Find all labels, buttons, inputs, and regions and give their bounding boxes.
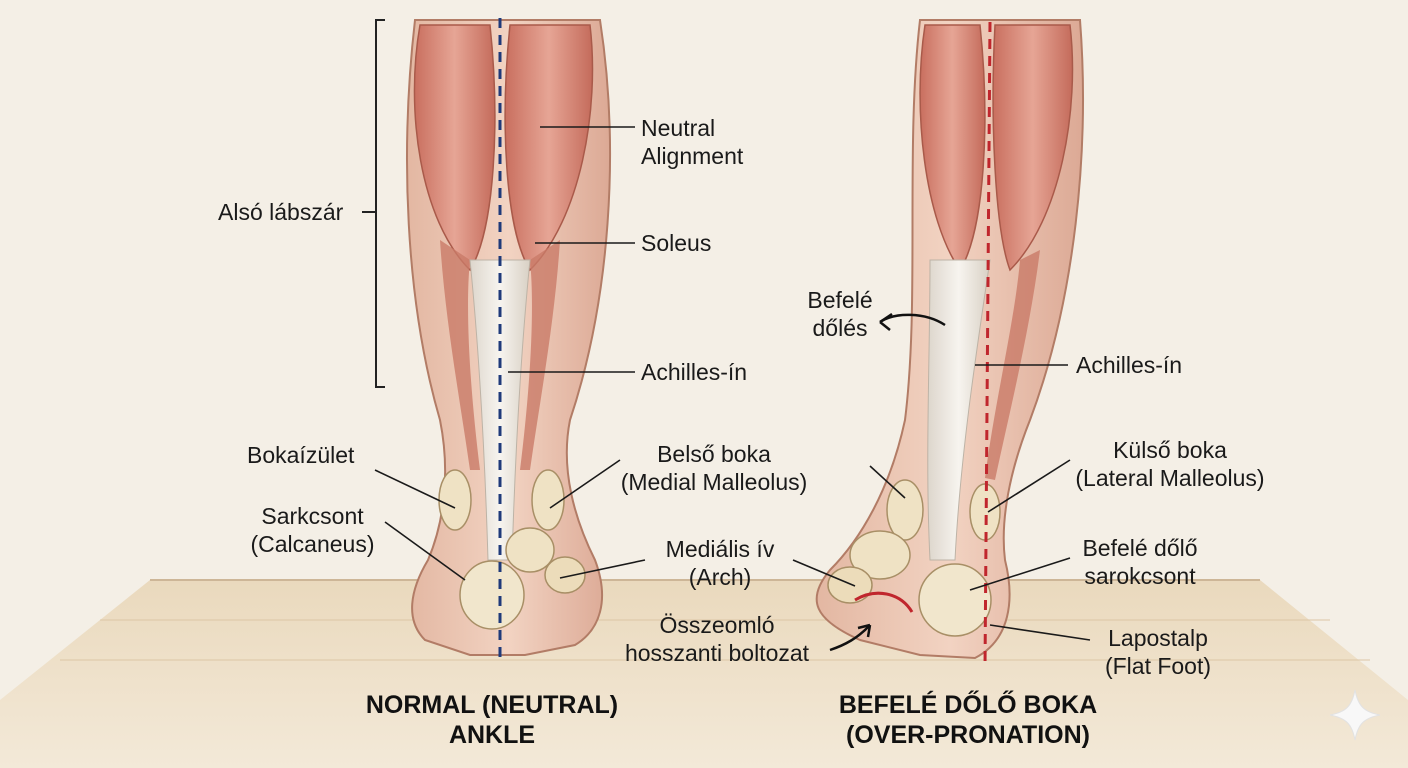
label-arch-line2: (Arch) xyxy=(688,564,752,590)
label-neutral-line1: Neutral xyxy=(641,115,716,141)
normal-leg xyxy=(406,19,611,656)
label-lower-leg: Alsó lábszár xyxy=(218,199,344,225)
label-arch-line1: Mediális ív xyxy=(665,536,775,562)
inward-tilt-arrow xyxy=(879,312,946,331)
label-inward-tilt-line1: Befelé xyxy=(807,287,873,313)
label-calcaneus: Sarkcsont (Calcaneus) xyxy=(240,502,385,558)
title-pronation-line2: (OVER-PRONATION) xyxy=(846,721,1090,749)
label-lateral-line1: Külső boka xyxy=(1113,437,1227,463)
label-achilles-pronation: Achilles-ín xyxy=(1076,352,1183,378)
label-medial-line1: Belső boka xyxy=(657,441,771,467)
title-normal-line1: NORMAL (NEUTRAL) xyxy=(365,691,619,719)
pronation-axis-line xyxy=(983,21,992,669)
label-neutral-alignment: Neutral Alignment xyxy=(641,114,743,170)
label-calcaneus-line2: (Calcaneus) xyxy=(250,531,375,557)
label-heel-tilt-line2: sarokcsont xyxy=(1084,563,1196,589)
label-heel-tilt-line1: Befelé dőlő xyxy=(1082,535,1198,561)
title-pronation-line1: BEFELÉ DŐLŐ BOKA xyxy=(838,691,1098,719)
label-lateral-malleolus: Külső boka (Lateral Malleolus) xyxy=(1060,436,1280,492)
collapsed-arch-arrow xyxy=(829,623,872,652)
title-normal-line2: ANKLE xyxy=(448,721,536,749)
label-flat-foot: Lapostalp (Flat Foot) xyxy=(1088,624,1228,680)
label-collapsed-arch-line2: hosszanti boltozat xyxy=(624,640,810,666)
label-heel-tilt: Befelé dőlő sarokcsont xyxy=(1060,534,1220,590)
title-normal: NORMAL (NEUTRAL) ANKLE xyxy=(342,690,642,750)
lower-leg-bracket xyxy=(362,19,385,388)
label-flat-foot-line1: Lapostalp xyxy=(1108,625,1208,651)
title-pronation: BEFELÉ DŐLŐ BOKA (OVER-PRONATION) xyxy=(818,690,1118,750)
label-achilles-normal: Achilles-ín xyxy=(641,359,748,385)
label-lateral-line2: (Lateral Malleolus) xyxy=(1075,465,1265,491)
label-collapsed-arch-line1: Összeomló xyxy=(659,612,775,638)
label-flat-foot-line2: (Flat Foot) xyxy=(1104,653,1212,679)
label-inward-tilt-line2: dőlés xyxy=(812,315,868,341)
label-calcaneus-line1: Sarkcsont xyxy=(261,503,364,529)
collapsed-arch-mark xyxy=(854,591,914,613)
label-medial-arch: Mediális ív (Arch) xyxy=(645,535,795,591)
floor xyxy=(0,579,1408,768)
label-medial-malleolus: Belső boka (Medial Malleolus) xyxy=(605,440,823,496)
label-collapsed-arch: Összeomló hosszanti boltozat xyxy=(606,611,828,667)
leader-lines xyxy=(374,126,1091,641)
label-ankle-joint: Bokaízület xyxy=(247,442,355,468)
label-medial-line2: (Medial Malleolus) xyxy=(620,469,808,495)
label-neutral-line2: Alignment xyxy=(641,143,744,169)
label-inward-tilt: Befelé dőlés xyxy=(795,286,885,342)
pronated-leg xyxy=(815,19,1084,660)
sparkle-icon xyxy=(1329,689,1381,741)
label-soleus: Soleus xyxy=(641,230,712,256)
